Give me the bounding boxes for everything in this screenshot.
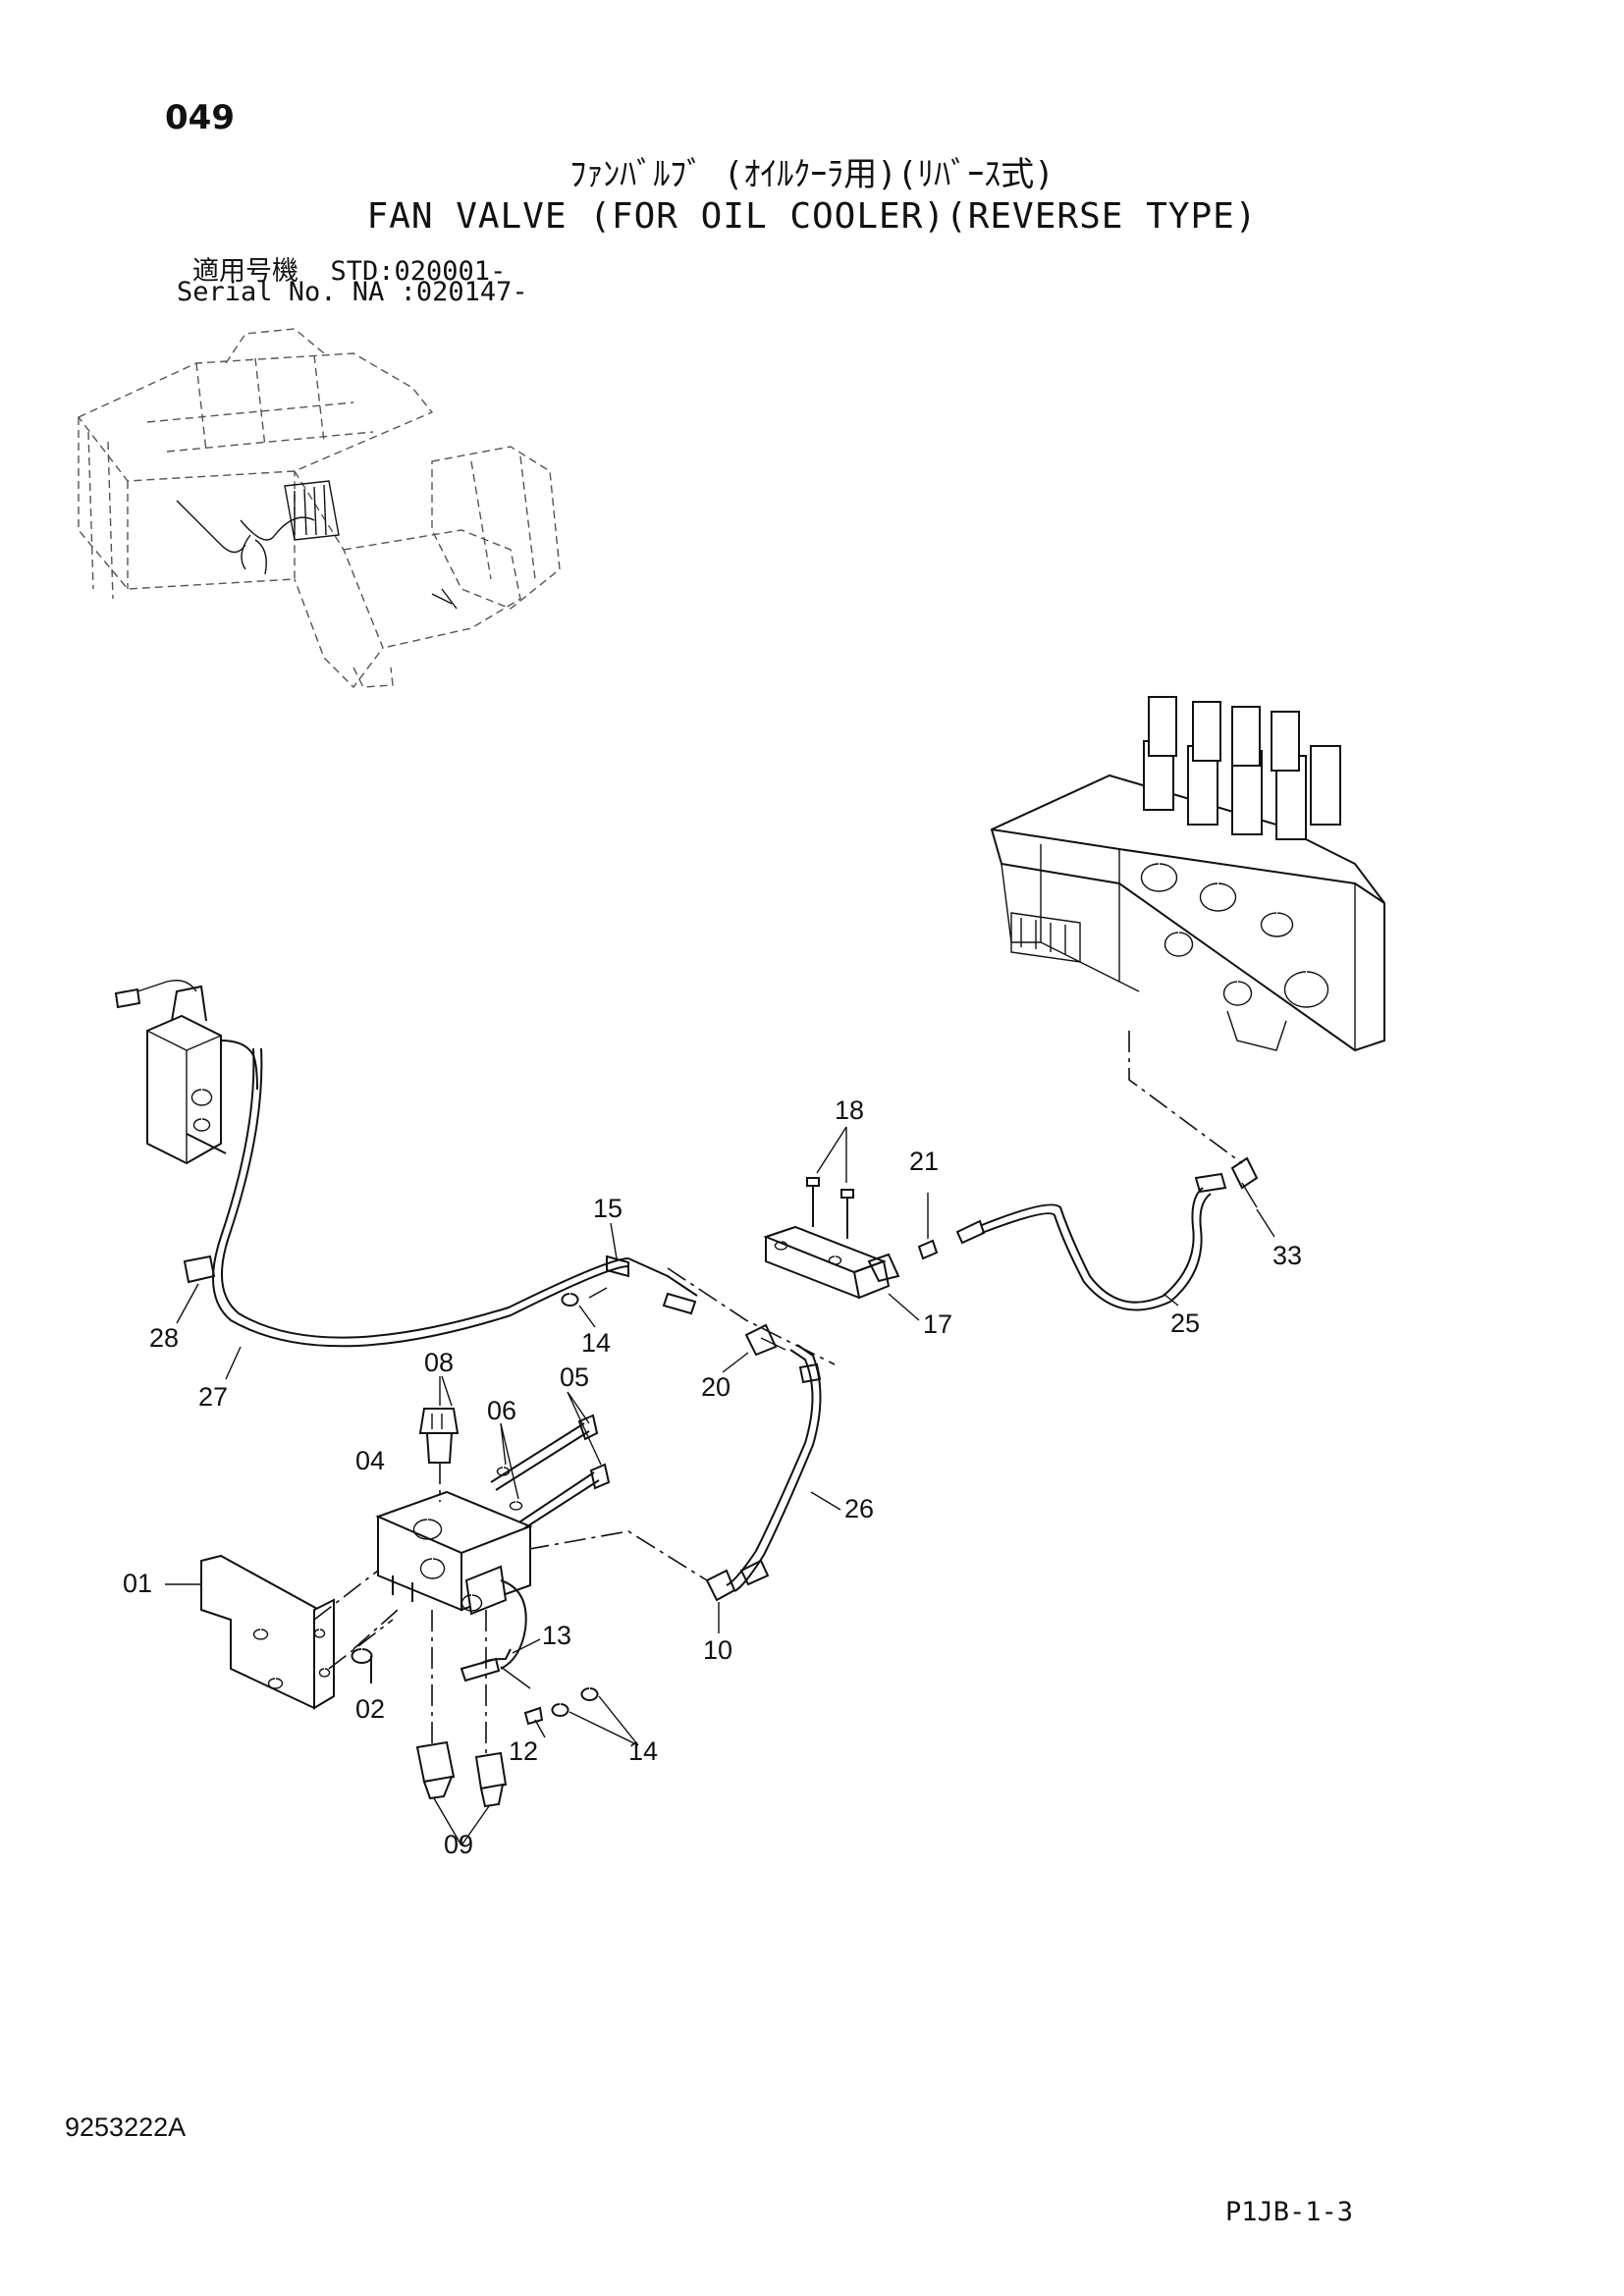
callout-06: 06 bbox=[487, 1396, 516, 1425]
callout-numbers: 01 02 04 05 06 08 09 10 12 13 14 14 15 1… bbox=[123, 1095, 1302, 1859]
hose-15 bbox=[627, 1257, 698, 1297]
machine-overview-illustration bbox=[77, 328, 561, 689]
elbows-09 bbox=[415, 1610, 508, 1846]
valve-block-04 bbox=[375, 1490, 533, 1670]
callout-05: 05 bbox=[560, 1362, 589, 1392]
serial-line-applicable-models: 適用号機 STD:020001- bbox=[192, 256, 507, 287]
page-reference: P1JB-1-3 bbox=[1225, 2197, 1354, 2227]
fitting-33 bbox=[1230, 1156, 1259, 1190]
callout-20: 20 bbox=[701, 1372, 731, 1402]
tee-20 bbox=[744, 1323, 786, 1357]
bolt-02 bbox=[351, 1648, 373, 1683]
callout-01: 01 bbox=[123, 1569, 152, 1598]
clamp-28 bbox=[183, 1255, 216, 1284]
callout-33: 33 bbox=[1272, 1241, 1302, 1270]
fitting-10 bbox=[705, 1569, 736, 1602]
washer-06 bbox=[496, 1467, 523, 1511]
adapter-08 bbox=[418, 1408, 460, 1464]
callout-02: 02 bbox=[355, 1694, 385, 1724]
hose-26 bbox=[726, 1349, 814, 1586]
callout-17: 17 bbox=[923, 1309, 952, 1339]
bracket-17 bbox=[763, 1225, 900, 1300]
dashed-line-15-20 bbox=[667, 1267, 836, 1365]
callout-14-lower: 14 bbox=[628, 1736, 658, 1766]
callout-26: 26 bbox=[844, 1494, 874, 1523]
hose-25 bbox=[981, 1187, 1204, 1304]
callout-15: 15 bbox=[593, 1194, 623, 1223]
callout-13: 13 bbox=[542, 1621, 571, 1650]
bolt-05b bbox=[519, 1471, 600, 1529]
clip-12 bbox=[523, 1706, 544, 1726]
control-valve-illustration bbox=[990, 696, 1385, 1052]
callout-08: 08 bbox=[424, 1348, 454, 1377]
serial-line-serial-number: Serial No. NA :020147- bbox=[177, 277, 528, 307]
bolt-05a bbox=[490, 1422, 590, 1491]
solenoid-valve-illustration bbox=[114, 980, 258, 1165]
hose-27 bbox=[212, 1047, 629, 1348]
hose-27-outline bbox=[220, 1047, 629, 1339]
callout-04: 04 bbox=[355, 1446, 385, 1475]
callout-10: 10 bbox=[703, 1635, 732, 1665]
callout-27: 27 bbox=[198, 1382, 228, 1412]
callout-25: 25 bbox=[1170, 1308, 1200, 1338]
bolt-14-upper bbox=[561, 1293, 579, 1307]
callout-21: 21 bbox=[909, 1147, 939, 1176]
fitting-21 bbox=[917, 1239, 939, 1260]
callout-09: 09 bbox=[444, 1830, 473, 1859]
bolt-18b bbox=[840, 1189, 854, 1239]
title-english: FAN VALVE (FOR OIL COOLER)(REVERSE TYPE) bbox=[366, 196, 1258, 237]
diagram-number: 9253222A bbox=[65, 2112, 187, 2142]
callout-28: 28 bbox=[149, 1323, 179, 1353]
callout-18: 18 bbox=[835, 1095, 864, 1125]
callout-12: 12 bbox=[509, 1736, 538, 1766]
title-japanese: ﾌｧﾝﾊﾞﾙﾌﾞ (ｵｲﾙｸｰﾗ用)(ﾘﾊﾞｰｽ式) bbox=[569, 155, 1055, 194]
callout-14-upper: 14 bbox=[581, 1328, 611, 1358]
dashed-line-10-block bbox=[490, 1530, 708, 1581]
dashed-line-valve-33 bbox=[1128, 1031, 1243, 1164]
bolt-18a bbox=[806, 1177, 820, 1227]
page-number: 049 bbox=[165, 98, 235, 137]
bracket-01 bbox=[200, 1554, 335, 1710]
bolts-14-lower bbox=[551, 1687, 599, 1717]
